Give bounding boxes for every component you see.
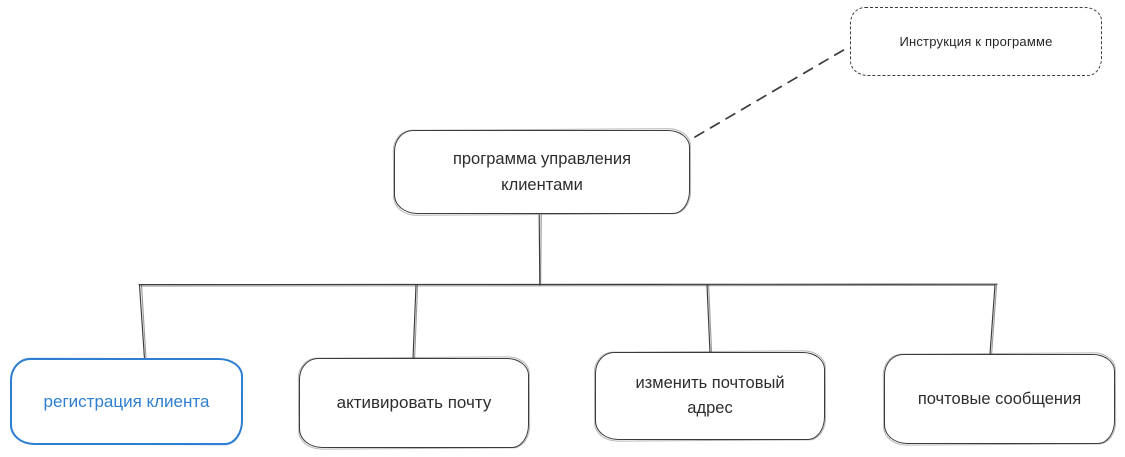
note-dashed-connector	[694, 47, 848, 138]
client-registration-label: регистрация клиента	[43, 391, 210, 411]
mail-messages-label: почтовые сообщения	[917, 389, 1082, 408]
node-instruction-note[interactable]: Инструкция к программе	[850, 7, 1102, 76]
root-program-label: программа управления клиентами	[452, 149, 632, 194]
node-mail-messages[interactable]: почтовые сообщения	[884, 354, 1115, 444]
node-client-registration[interactable]: регистрация клиента	[10, 358, 243, 445]
node-activate-mail[interactable]: активировать почту	[299, 358, 529, 448]
instruction-note-label: Инструкция к программе	[899, 34, 1053, 49]
node-change-mail-address[interactable]: изменить почтовый адрес	[595, 352, 825, 440]
tree-connector-strokes	[138, 214, 998, 360]
activate-mail-label: активировать почту	[336, 393, 492, 412]
change-mail-address-label: изменить почтовый адрес	[635, 374, 785, 417]
node-root-program[interactable]: программа управления клиентами	[394, 130, 690, 214]
